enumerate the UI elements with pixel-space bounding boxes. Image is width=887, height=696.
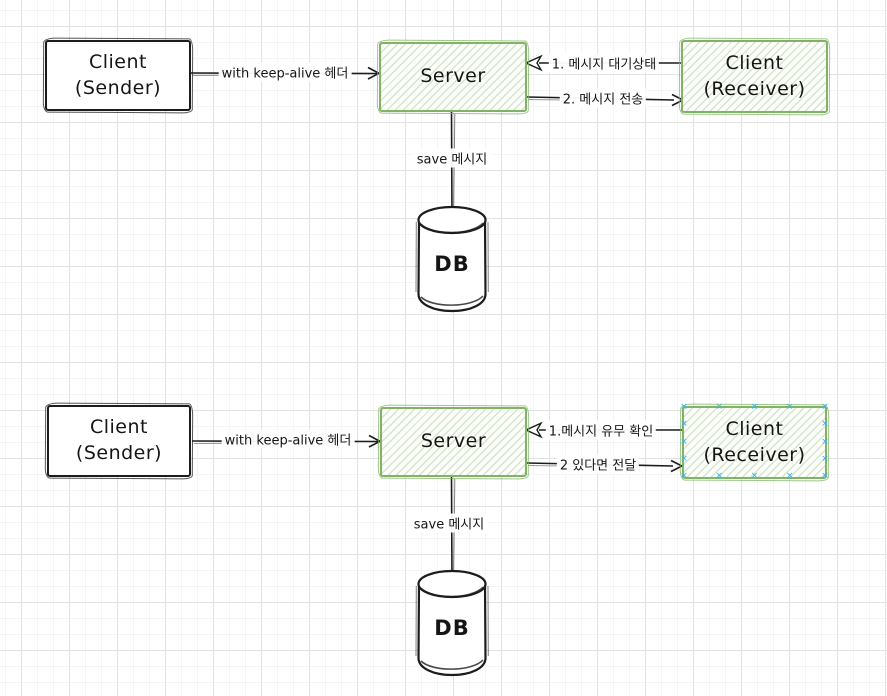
connection-point[interactable]: ✕ bbox=[821, 471, 829, 482]
connection-point[interactable]: ✕ bbox=[680, 402, 688, 413]
edge-label-save-2[interactable]: save 메시지 bbox=[410, 513, 488, 533]
connection-point[interactable]: ✕ bbox=[750, 471, 759, 482]
connection-point[interactable]: ✕ bbox=[821, 402, 829, 413]
edge-label-step1-2[interactable]: 1.메시지 유무 확인 bbox=[545, 420, 657, 440]
server-node-1[interactable]: Server bbox=[379, 42, 527, 112]
database-cylinder-icon bbox=[415, 569, 489, 677]
client-sender-label-2: Client (Sender) bbox=[75, 416, 163, 464]
connection-point[interactable]: ✕ bbox=[680, 437, 688, 447]
edge-label-step1-1[interactable]: 1. 메시지 대기상태 bbox=[548, 53, 660, 73]
db-node-1[interactable]: DB bbox=[412, 202, 492, 314]
client-receiver-label-2: Client (Receiver) bbox=[703, 417, 806, 466]
edge-label-keepalive-2[interactable]: with keep-alive 헤더 bbox=[221, 429, 355, 449]
db-label-1: DB bbox=[434, 252, 470, 276]
client-sender-node-1[interactable]: Client (Sender) bbox=[45, 40, 191, 111]
client-sender-label-1: Client (Sender) bbox=[74, 50, 162, 99]
connection-point[interactable]: ✕ bbox=[715, 402, 724, 413]
connection-point[interactable]: ✕ bbox=[821, 437, 829, 447]
connection-point[interactable]: ✕ bbox=[680, 419, 688, 430]
edge-label-step2-1[interactable]: 2. 메시지 전송 bbox=[559, 88, 647, 108]
edge-label-save-1[interactable]: save 메시지 bbox=[413, 148, 491, 168]
client-receiver-node-2[interactable]: Client (Receiver) ✕ ✕ ✕ ✕ ✕ ✕ ✕ ✕ ✕ ✕ ✕ ✕ ✕ ✕ ✕ ✕ bbox=[680, 402, 829, 482]
database-cylinder-icon bbox=[415, 205, 489, 313]
connection-point[interactable]: ✕ bbox=[750, 402, 759, 413]
connection-point[interactable]: ✕ bbox=[680, 471, 688, 482]
db-node-2[interactable]: DB bbox=[412, 566, 492, 678]
server-node-2[interactable]: Server bbox=[380, 407, 527, 477]
client-receiver-node-1[interactable]: Client (Receiver) bbox=[681, 40, 828, 113]
db-label-2: DB bbox=[434, 616, 470, 640]
connection-point[interactable]: ✕ bbox=[715, 471, 724, 482]
edge-label-step2-2[interactable]: 2 있다면 전달 bbox=[556, 454, 640, 474]
client-receiver-label-1: Client (Receiver) bbox=[703, 51, 806, 100]
connection-point[interactable]: ✕ bbox=[785, 471, 794, 482]
connection-point[interactable]: ✕ bbox=[821, 419, 829, 430]
server-label-2: Server bbox=[420, 430, 487, 453]
edge-label-keepalive-1[interactable]: with keep-alive 헤더 bbox=[218, 62, 352, 82]
connection-point[interactable]: ✕ bbox=[680, 454, 688, 465]
connection-point[interactable]: ✕ bbox=[821, 454, 829, 465]
server-label-1: Server bbox=[420, 65, 486, 88]
client-sender-node-2[interactable]: Client (Sender) bbox=[47, 405, 191, 477]
connection-point[interactable]: ✕ bbox=[785, 402, 794, 413]
